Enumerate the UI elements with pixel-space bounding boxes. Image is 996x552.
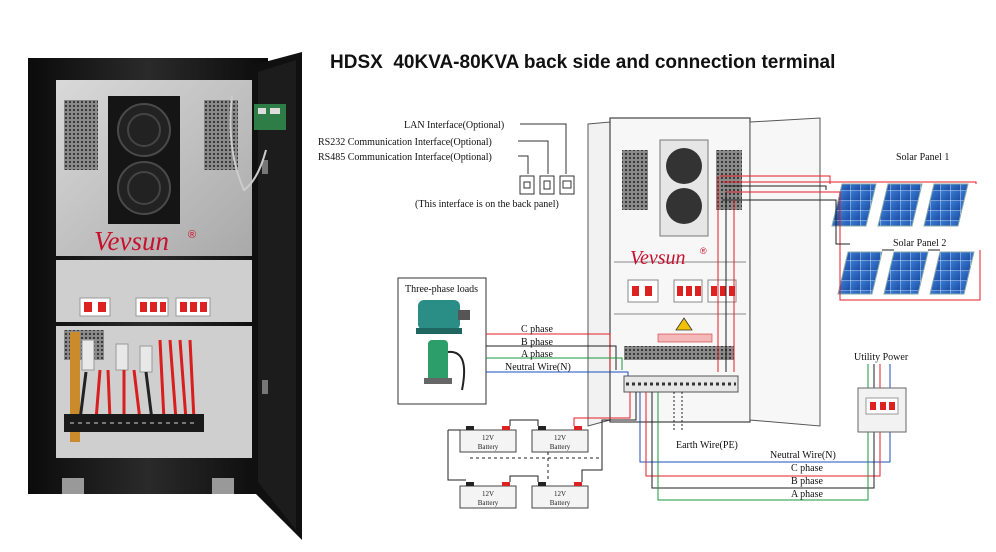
a-phase-label-left: A phase (521, 349, 554, 360)
brand-registered-mark: ® (188, 229, 196, 241)
brand-logo-diagram: Vevsun (630, 247, 686, 269)
rs232-interface-label: RS232 Communication Interface(Optional) (318, 137, 492, 148)
solar-array: Solar Panel 1 Solar Panel 2 (831, 152, 975, 295)
battery-label: Battery (550, 443, 571, 451)
schematic-breakers (627, 279, 737, 303)
utility-power-label: Utility Power (854, 352, 909, 363)
battery: 12V Battery (531, 482, 589, 509)
three-phase-loads: Three-phase loads (397, 277, 487, 405)
neutral-wire-label-right: Neutral Wire(N) (770, 450, 836, 461)
battery: 12V Battery (459, 426, 517, 453)
schematic-door-left (587, 121, 611, 427)
earth-wire-label: Earth Wire(PE) (676, 440, 738, 451)
brand-logo-left: Vevsun (94, 226, 169, 256)
a-phase-label-right: A phase (791, 489, 824, 500)
schematic-fan-icon (666, 188, 702, 224)
solar-panel-2-label: Solar Panel 2 (893, 238, 946, 249)
solar-panel-1-label: Solar Panel 1 (896, 152, 949, 163)
b-phase-label-left: B phase (521, 337, 554, 348)
interface-note: (This interface is on the back panel) (415, 199, 559, 210)
solar-panel-icon (929, 251, 975, 295)
comm-interfaces: LAN Interface(Optional) RS232 Communicat… (318, 120, 575, 210)
fan-icon (117, 103, 171, 157)
warning-icon (675, 317, 693, 331)
solar-panel-icon (923, 183, 969, 227)
schematic-fan-icon (666, 148, 702, 184)
battery: 12V Battery (531, 426, 589, 453)
battery-label: Battery (550, 499, 571, 507)
cabinet-photo: Vevsun ® (28, 52, 302, 540)
caster-wheel (212, 478, 234, 494)
battery-voltage: 12V (482, 434, 494, 442)
c-phase-label-left: C phase (521, 324, 554, 335)
brand-registered-mark: ® (700, 246, 707, 256)
page-title: HDSX 40KVA-80KVA back side and connectio… (330, 52, 836, 73)
solar-panel-icon (831, 183, 877, 227)
battery-bank: 12V Battery 12V Battery 12V Battery 12V … (447, 392, 637, 509)
vent-grill-left (64, 100, 98, 170)
loads-title: Three-phase loads (405, 284, 478, 295)
rs485-interface-label: RS485 Communication Interface(Optional) (318, 152, 492, 163)
schematic-vent-right (716, 150, 742, 210)
b-phase-label-right: B phase (791, 476, 824, 487)
lan-interface-label: LAN Interface(Optional) (404, 120, 504, 131)
battery: 12V Battery (459, 482, 517, 509)
lan-port-icon (559, 175, 575, 195)
caster-wheel (62, 478, 84, 494)
solar-panel-icon (877, 183, 923, 227)
schematic-vent-left (622, 150, 648, 210)
solar-panel-icon (837, 251, 883, 295)
motor-icon (418, 300, 460, 330)
solar-panel-icon (883, 251, 929, 295)
comm-board (254, 104, 286, 130)
battery-voltage: 12V (554, 434, 566, 442)
schematic-door-right (749, 117, 821, 427)
solar-wiring (717, 175, 981, 372)
c-phase-label-right: C phase (791, 463, 824, 474)
battery-voltage: 12V (554, 490, 566, 498)
neutral-wire-label-left: Neutral Wire(N) (505, 362, 571, 373)
battery-label: Battery (478, 443, 499, 451)
battery-voltage: 12V (482, 490, 494, 498)
vent-grill-right (204, 100, 238, 170)
rs232-port-icon (539, 175, 555, 195)
fan-icon (117, 161, 171, 215)
pump-icon (428, 340, 448, 382)
rs485-port-icon (519, 175, 535, 195)
breaker-group (79, 297, 211, 317)
schematic-terminal-row (624, 346, 734, 360)
utility-power: Utility Power (854, 352, 909, 433)
output-lines: Earth Wire(PE) Neutral Wire(N) C phase B… (639, 392, 891, 501)
battery-label: Battery (478, 499, 499, 507)
schematic-cabinet: Vevsun ® (587, 117, 821, 427)
load-phase-lines: C phase B phase A phase Neutral Wire(N) (486, 324, 629, 376)
